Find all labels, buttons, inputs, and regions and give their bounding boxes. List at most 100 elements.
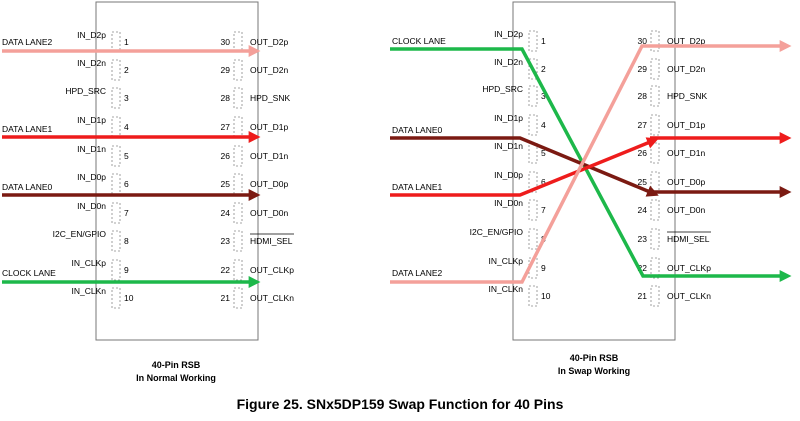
normal-pin-name-6: IN_D0p — [77, 172, 106, 182]
normal-pin-name-29: OUT_D2n — [250, 65, 289, 75]
swap-pin-number-30: 30 — [638, 36, 648, 46]
swap-pin-box-24 — [650, 199, 660, 221]
normal-pin-name-28: HPD_SNK — [250, 93, 290, 103]
swap-pin-box-10 — [528, 285, 538, 307]
swap-pin-number-4: 4 — [541, 120, 546, 130]
swap-pin-number-6: 6 — [541, 177, 546, 187]
normal-pin-name-8: I2C_EN/GPIO — [53, 229, 107, 239]
swap-pin-number-24: 24 — [638, 205, 648, 215]
swap-pin-box-1 — [528, 30, 538, 52]
normal-pin-number-29: 29 — [221, 65, 231, 75]
normal-label-clock: CLOCK LANE — [2, 268, 56, 278]
normal-pin-number-27: 27 — [221, 122, 231, 132]
swap-pin-number-27: 27 — [638, 120, 648, 130]
swap-chip-pins: 1IN_D2p2IN_D2n3HPD_SRC4IN_D1p5IN_D1n6IN_… — [470, 29, 711, 307]
normal-chip-body — [95, 1, 259, 341]
normal-pin-name-10: IN_CLKn — [72, 286, 107, 296]
swap-pin-number-26: 26 — [638, 148, 648, 158]
swap-pin-number-22: 22 — [638, 263, 648, 273]
normal-chip-pins: 1IN_D2p2IN_D2n3HPD_SRC4IN_D1p5IN_D1n6IN_… — [53, 30, 294, 309]
swap-lane2-arrow — [390, 40, 792, 284]
normal-pin-number-3: 3 — [124, 93, 129, 103]
swap-pin-box-29 — [650, 58, 660, 80]
normal-pin-number-9: 9 — [124, 265, 129, 275]
swap-pin-box-8 — [528, 228, 538, 250]
normal-pin-box-24 — [233, 202, 243, 224]
swap-pin-box-7 — [528, 199, 538, 221]
swap-pin-box-26 — [650, 142, 660, 164]
swap-pin-name-23: HDMI_SEL — [667, 234, 710, 244]
swap-pin-name-5: IN_D1n — [494, 141, 523, 151]
normal-signal-arrows — [2, 45, 261, 288]
normal-pin-number-2: 2 — [124, 65, 129, 75]
swap-pin-box-30 — [650, 30, 660, 52]
normal-pin-number-25: 25 — [221, 179, 231, 189]
normal-pin-name-22: OUT_CLKp — [250, 265, 294, 275]
normal-chip-title: 40-Pin RSB — [152, 360, 201, 370]
swap-pin-box-6 — [528, 171, 538, 193]
swap-label-clock: CLOCK LANE — [392, 36, 446, 46]
normal-pin-name-3: HPD_SRC — [65, 86, 106, 96]
swap-pin-name-1: IN_D2p — [494, 29, 523, 39]
normal-pin-name-7: IN_D0n — [77, 201, 106, 211]
swap-pin-number-3: 3 — [541, 91, 546, 101]
normal-pin-box-22 — [233, 259, 243, 281]
normal-pin-box-29 — [233, 59, 243, 81]
swap-pin-name-25: OUT_D0p — [667, 177, 706, 187]
swap-pin-number-9: 9 — [541, 263, 546, 273]
normal-pin-box-7 — [111, 202, 121, 224]
swap-pin-name-24: OUT_D0n — [667, 205, 706, 215]
normal-pin-box-2 — [111, 59, 121, 81]
swap-pin-name-29: OUT_D2n — [667, 64, 706, 74]
swap-signal-arrows — [390, 40, 792, 284]
swap-lane1-arrow — [390, 137, 659, 197]
swap-pin-box-4 — [528, 114, 538, 136]
swap-pin-name-6: IN_D0p — [494, 170, 523, 180]
normal-label-lane1: DATA LANE1 — [2, 124, 53, 134]
normal-pin-name-27: OUT_D1p — [250, 122, 289, 132]
normal-pin-number-21: 21 — [221, 293, 231, 303]
swap-pin-name-26: OUT_D1n — [667, 148, 706, 158]
swap-clock-arrow — [390, 47, 792, 282]
swap-pin-number-7: 7 — [541, 205, 546, 215]
swap-pin-name-30: OUT_D2p — [667, 36, 706, 46]
normal-pin-box-21 — [233, 287, 243, 309]
swap-pin-number-1: 1 — [541, 36, 546, 46]
normal-pin-name-25: OUT_D0p — [250, 179, 289, 189]
swap-pin-number-29: 29 — [638, 64, 648, 74]
normal-pin-number-5: 5 — [124, 151, 129, 161]
normal-pin-box-6 — [111, 173, 121, 195]
swap-label-lane2: DATA LANE2 — [392, 268, 443, 278]
swap-pin-box-23 — [650, 228, 660, 250]
swap-pin-name-27: OUT_D1p — [667, 120, 706, 130]
swap-pin-name-28: HPD_SNK — [667, 91, 707, 101]
normal-pin-name-4: IN_D1p — [77, 115, 106, 125]
swap-pin-box-3 — [528, 85, 538, 107]
normal-pin-box-1 — [111, 31, 121, 53]
swap-chip-title: 40-Pin RSB — [570, 353, 619, 363]
normal-pin-box-10 — [111, 287, 121, 309]
swap-pin-box-28 — [650, 85, 660, 107]
normal-pin-number-26: 26 — [221, 151, 231, 161]
normal-pin-number-24: 24 — [221, 208, 231, 218]
swap-pin-name-3: HPD_SRC — [482, 84, 523, 94]
normal-pin-box-4 — [111, 116, 121, 138]
normal-pin-name-9: IN_CLKp — [72, 258, 107, 268]
figure-caption: Figure 25. SNx5DP159 Swap Function for 4… — [237, 396, 564, 412]
normal-pin-name-5: IN_D1n — [77, 144, 106, 154]
normal-chip-subtitle: In Normal Working — [136, 373, 216, 383]
swap-pin-name-21: OUT_CLKn — [667, 291, 711, 301]
normal-pin-box-25 — [233, 173, 243, 195]
swap-pin-name-8: I2C_EN/GPIO — [470, 227, 524, 237]
swap-pin-box-21 — [650, 285, 660, 307]
swap-pin-name-2: IN_D2n — [494, 57, 523, 67]
normal-pin-number-7: 7 — [124, 208, 129, 218]
normal-label-lane2: DATA LANE2 — [2, 37, 53, 47]
normal-pin-number-4: 4 — [124, 122, 129, 132]
swap-pin-number-28: 28 — [638, 91, 648, 101]
swap-lane0-arrow — [390, 136, 659, 197]
swap-pin-number-25: 25 — [638, 177, 648, 187]
swap-chip-subtitle: In Swap Working — [558, 366, 630, 376]
swap-pin-number-23: 23 — [638, 234, 648, 244]
